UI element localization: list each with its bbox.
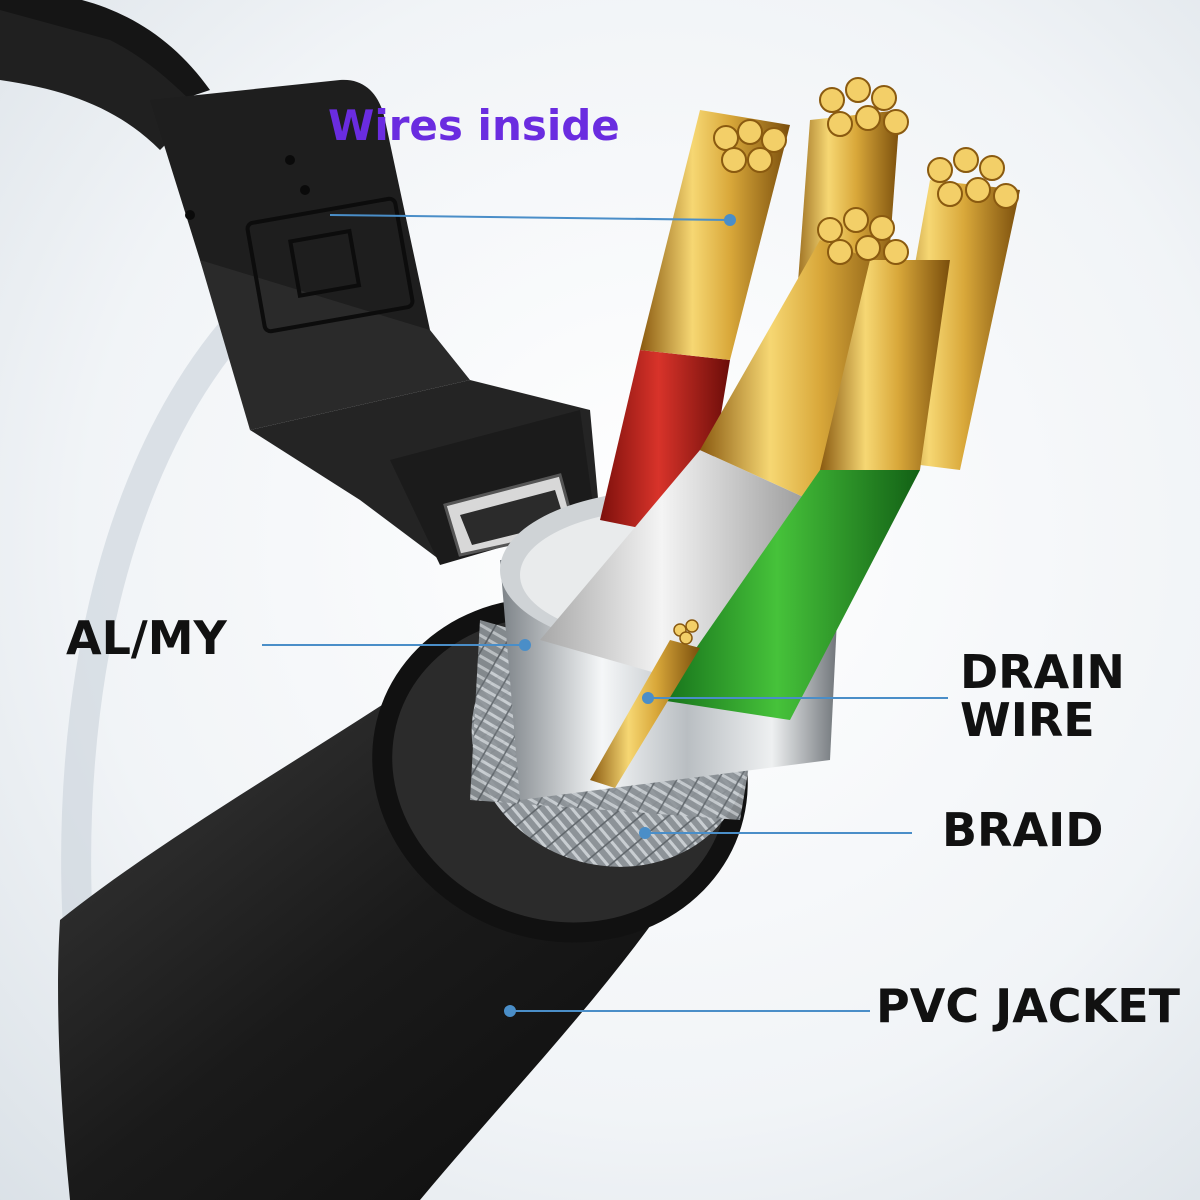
leader-line-wires: [329, 214, 731, 221]
wires-inside-label: Wires inside: [328, 101, 620, 150]
drain-wire-label: DRAIN WIRE: [960, 648, 1125, 745]
copper-strands-red: [713, 119, 787, 173]
leader-lines: [262, 214, 948, 1017]
drain-wire: [590, 619, 700, 788]
wire-white: [540, 240, 900, 680]
wire-green: [660, 207, 950, 720]
connector-logo-emboss: [245, 196, 415, 334]
drain-wire-label-line1: DRAIN: [960, 645, 1125, 699]
braid-label: BRAID: [942, 803, 1104, 857]
pvc-jacket-label: PVC JACKET: [876, 979, 1181, 1033]
drain-wire-label-line2: WIRE: [960, 693, 1095, 748]
mini-usb-connector: [150, 79, 600, 565]
al-my-label: AL/MY: [66, 611, 227, 665]
connector-strain-relief: [0, 10, 200, 150]
